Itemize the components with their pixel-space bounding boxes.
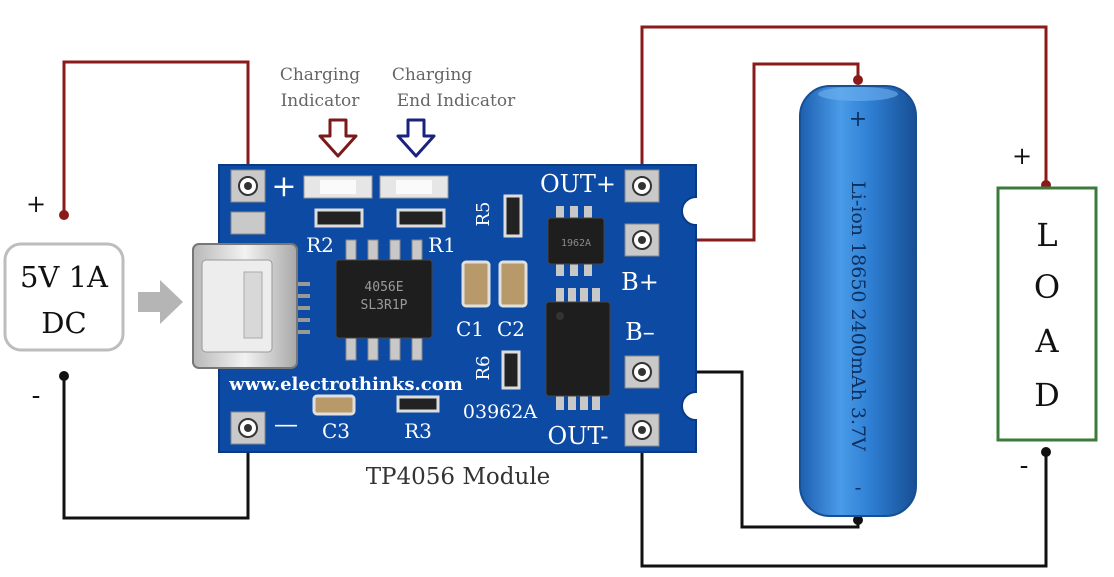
load-box (996, 186, 1098, 442)
load-letter-3: A (1034, 322, 1059, 360)
silk-out-minus: OUT- (548, 422, 609, 450)
chip-marking-line2: SL3R1P (361, 298, 408, 313)
charging-end-label-line2: End Indicator (397, 91, 516, 111)
silk-url: www.electrothinks.com (228, 374, 463, 395)
input-arrow-icon (138, 280, 183, 324)
load-minus-sign: - (1020, 451, 1029, 481)
source-type-label: DC (41, 306, 86, 340)
resistor-r1 (396, 208, 446, 228)
silk-r2: R2 (306, 233, 334, 257)
battery-body-text: Li-ion 18650 2400mAh 3.7V (847, 181, 869, 451)
pad-out-minus (624, 413, 660, 447)
tp4056-chip (335, 259, 433, 339)
silk-c3: C3 (322, 419, 350, 443)
source-voltage-label: 5V 1A (20, 260, 109, 294)
charging-end-label-line1: Charging (392, 65, 472, 85)
silk-in-minus: — (274, 410, 298, 438)
silk-b-plus: B+ (621, 268, 659, 296)
battery-positive-wire (642, 62, 860, 242)
silk-r1: R1 (428, 233, 456, 257)
load-letter-4: D (1034, 376, 1060, 414)
charging-indicator-label-line2: Indicator (281, 91, 361, 111)
capacitor-c3 (312, 394, 356, 416)
battery-positive-dot (853, 75, 863, 85)
pad-b-plus (624, 223, 660, 257)
mosfet-ic-pins (556, 288, 600, 410)
silk-r5: R5 (473, 201, 494, 226)
battery-minus-sign: - (855, 475, 862, 499)
charging-indicator-arrow-icon (318, 118, 358, 158)
resistor-r5 (503, 194, 523, 238)
charging-end-arrow-icon (396, 118, 436, 158)
pad-out-plus (624, 169, 660, 203)
source-plus-sign: + (26, 190, 46, 218)
silk-r6: R6 (473, 355, 494, 380)
usb-pins (298, 282, 310, 334)
chip-marking-line1: 4056E (364, 280, 403, 295)
input-positive-wire (62, 60, 250, 215)
resistor-r6 (501, 350, 521, 390)
input-positive-dot (59, 210, 69, 220)
silk-in-plus: + (271, 169, 296, 204)
load-letter-2: O (1034, 268, 1060, 306)
silk-c1: C1 (456, 317, 484, 341)
module-caption: TP4056 Module (366, 464, 551, 490)
battery-plus-sign: + (849, 107, 867, 132)
silk-c2: C2 (497, 317, 525, 341)
protection-ic-pins (556, 206, 592, 276)
resistor-r2 (314, 208, 364, 228)
silk-out-plus: OUT+ (540, 170, 616, 198)
silk-board-code: 03962A (463, 401, 537, 423)
input-negative-dot (59, 371, 69, 381)
power-source-box (3, 242, 125, 352)
usb-side-tab-top (230, 211, 266, 235)
protection-ic-marking: 1962A (561, 238, 591, 249)
capacitor-c2 (498, 260, 528, 308)
pad-in-plus (230, 169, 266, 203)
out-positive-wire (640, 25, 1048, 185)
protection-ic (547, 217, 605, 265)
pad-b-minus (624, 355, 660, 389)
silk-r3: R3 (404, 419, 432, 443)
tp4056-chip-pins (345, 239, 423, 361)
pad-in-minus (230, 411, 266, 445)
load-negative-dot (1041, 447, 1051, 457)
battery-negative-dot (853, 515, 863, 525)
load-letter-1: L (1036, 216, 1057, 254)
out-negative-wire (640, 430, 1048, 568)
silk-b-minus: B– (625, 318, 655, 346)
mosfet-ic (545, 301, 611, 397)
resistor-r3 (396, 395, 440, 413)
charging-indicator-label-line1: Charging (280, 65, 360, 85)
capacitor-c1 (461, 260, 491, 308)
battery-cell (799, 85, 917, 517)
load-plus-sign: + (1012, 142, 1032, 170)
input-negative-wire (62, 376, 250, 520)
source-minus-sign: - (32, 381, 41, 411)
